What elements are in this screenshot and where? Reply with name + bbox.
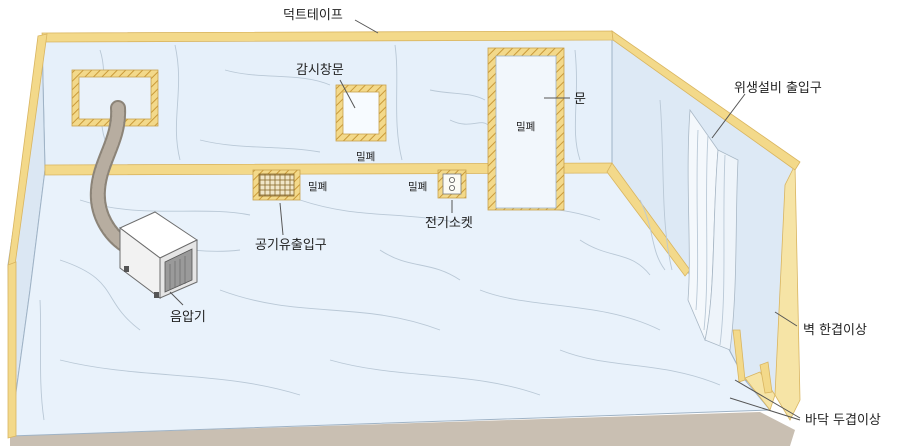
leader-air-vent — [279, 202, 284, 236]
tape-right-corner — [759, 361, 773, 394]
leader-inspection-window — [339, 79, 356, 109]
outlet-plate — [442, 173, 462, 195]
label-sealed-window: 밀폐 — [356, 151, 375, 163]
floor-base — [10, 412, 795, 446]
label-sanitary-inlet: 위생설비 출입구 — [734, 81, 822, 96]
tape-mid-right — [606, 162, 691, 277]
floor-layer-edge — [744, 371, 776, 411]
sanitary-inlet-curtain — [687, 108, 739, 351]
negative-pressure-unit — [119, 211, 199, 299]
label-floor-layer: 바닥 두겹이상 — [805, 413, 881, 428]
label-sealed-vent: 밀폐 — [308, 181, 327, 193]
label-sealed-outlet: 밀폐 — [408, 181, 427, 193]
label-outlet: 전기소켓 — [425, 216, 473, 231]
label-wall-layer: 벽 한겹이상 — [803, 323, 867, 338]
label-negative-pressure-unit: 음압기 — [170, 310, 206, 325]
tape-top-right — [611, 30, 801, 171]
tape-left-vertical — [7, 261, 17, 439]
label-inspection-window: 감시창문 — [296, 63, 344, 78]
door-panel — [495, 55, 557, 209]
inspection-window-pane — [342, 91, 380, 135]
flexible-duct — [89, 100, 133, 253]
label-sealed-door: 밀폐 — [516, 121, 535, 133]
leader-floor-layer-2 — [729, 397, 801, 421]
leader-sanitary — [711, 93, 746, 139]
leader-wall-layer — [774, 311, 798, 327]
label-duct-tape: 덕트테이프 — [283, 8, 343, 23]
air-vent-grid — [258, 173, 295, 197]
sheet-wrinkles — [39, 44, 721, 421]
leader-duct-tape — [354, 19, 379, 34]
tape-right-vertical — [732, 329, 746, 383]
label-door: 문 — [574, 92, 586, 107]
leader-machine — [169, 291, 184, 306]
leader-floor-layer-1 — [734, 379, 801, 419]
tape-top-back — [41, 30, 614, 43]
label-air-vent: 공기유출입구 — [255, 238, 327, 253]
